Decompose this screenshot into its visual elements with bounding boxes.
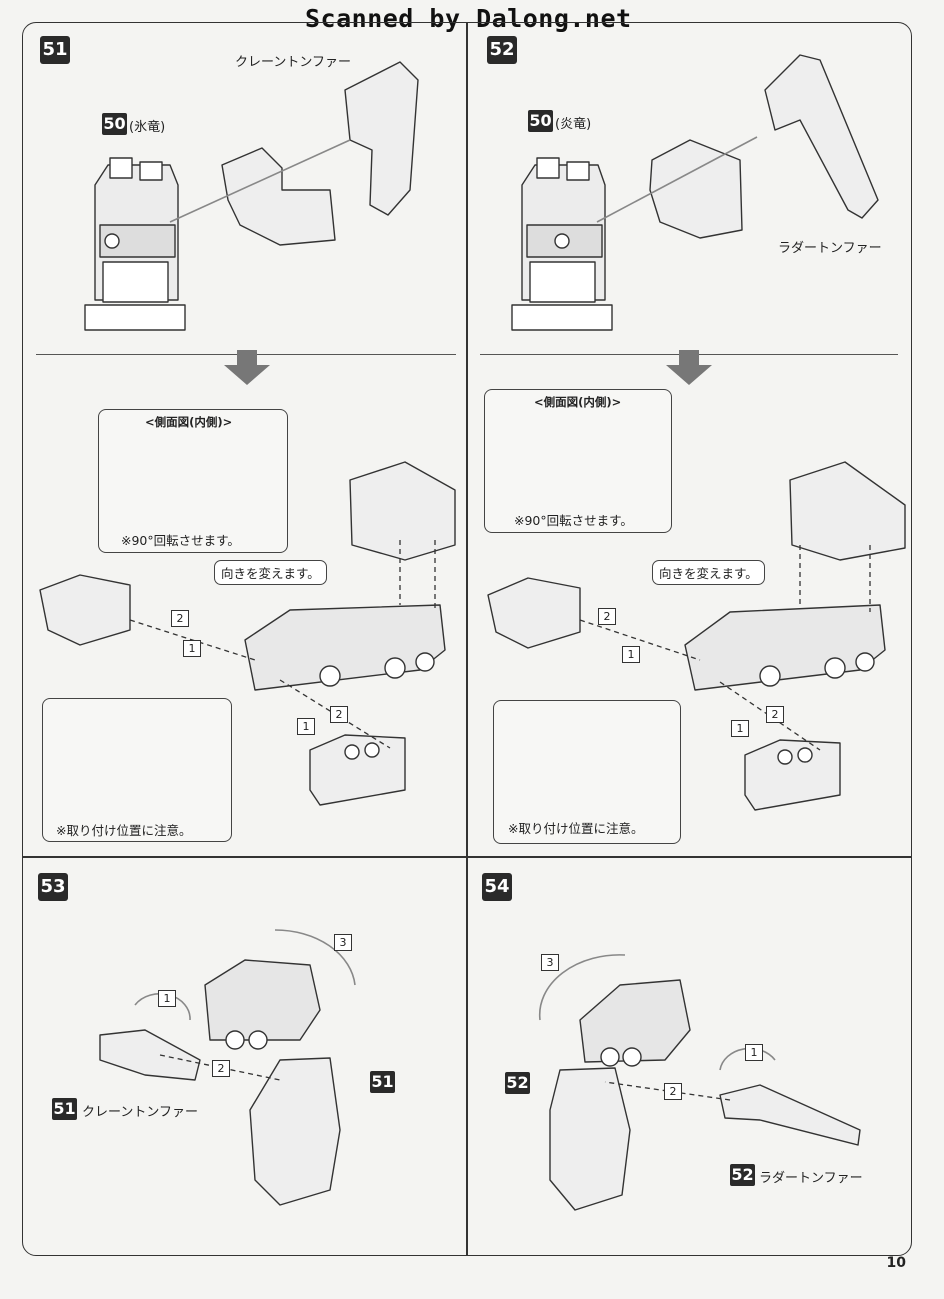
step-51-side-view-callout [98,409,288,553]
step-54-num-3: 3 [541,954,559,971]
divider-horizontal [22,856,911,858]
step-51-num-2a: 2 [171,610,189,627]
step-52-num-2a: 2 [598,608,616,625]
step-53-ref-badge-left: 51 [52,1098,77,1120]
step-54-num-2: 2 [664,1083,682,1100]
step-53-part-label: クレーントンファー [82,1105,198,1120]
page-number: 10 [886,1255,906,1271]
step-51-ref-text: (氷竜) [129,120,166,135]
step-51-badge: 51 [40,36,70,64]
step-52-ref-badge: 50 [528,110,553,132]
step-52-attach-callout [493,700,681,844]
step-54-part-label: ラダートンファー [759,1171,863,1186]
step-52-rotate-note: ※90°回転させます。 [514,513,633,528]
step-52-part-label: ラダートンファー [778,241,882,256]
watermark: Scanned by Dalong.net [305,4,632,33]
step-51-direction-note: 向きを変えます。 [214,560,327,585]
step-51-num-1b: 1 [297,718,315,735]
step-52-num-1b: 1 [731,720,749,737]
step-51-num-2b: 2 [330,706,348,723]
step-51-ref-badge: 50 [102,113,127,135]
divider-vertical [466,22,468,1255]
step-54-badge: 54 [482,873,512,901]
step-52-side-view-callout [484,389,672,533]
step-51-side-view-title: <側面図(内側)> [145,415,233,429]
step-52-num-1a: 1 [622,646,640,663]
step-52-side-view-title: <側面図(内側)> [534,395,622,409]
step-51-num-1a: 1 [183,640,201,657]
step-51-attach-callout [42,698,232,842]
step-54-ref-badge-left: 52 [505,1072,530,1094]
step-52-direction-note: 向きを変えます。 [652,560,765,585]
step-54-num-1: 1 [745,1044,763,1061]
step-52-ref-text: (炎竜) [555,117,592,132]
step-54-ref-badge-right: 52 [730,1164,755,1186]
step-53-num-1: 1 [158,990,176,1007]
step-52-num-2b: 2 [766,706,784,723]
step-52-badge: 52 [487,36,517,64]
step-53-ref-badge-right: 51 [370,1071,395,1093]
step-51-part-label: クレーントンファー [235,55,351,70]
step-53-badge: 53 [38,873,68,901]
step-52-attach-note: ※取り付け位置に注意。 [508,821,644,836]
step-53-num-3: 3 [334,934,352,951]
step-53-num-2: 2 [212,1060,230,1077]
step-51-attach-note: ※取り付け位置に注意。 [56,823,192,838]
step-51-rotate-note: ※90°回転させます。 [121,533,240,548]
